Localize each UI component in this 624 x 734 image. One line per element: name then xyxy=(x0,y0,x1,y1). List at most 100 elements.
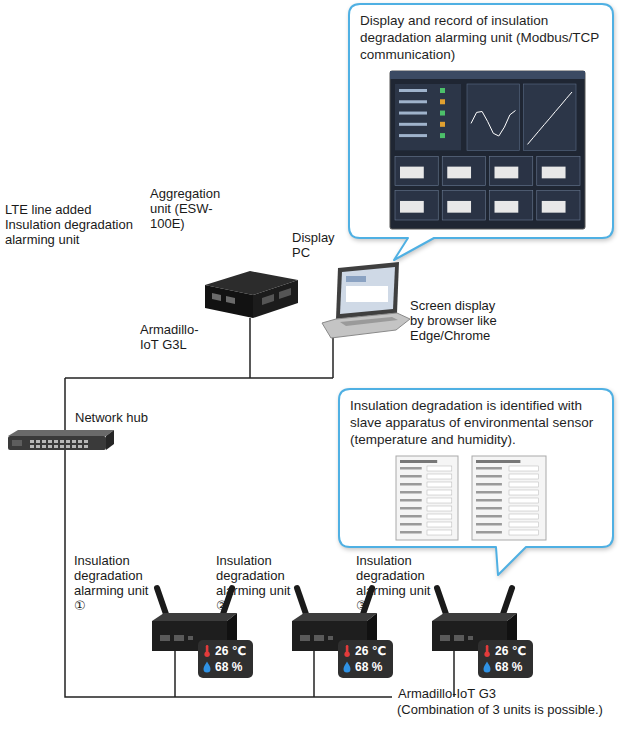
sensor-value: 68 % xyxy=(495,659,522,675)
callout-text-block: Display and record of insulation degrada… xyxy=(348,3,614,63)
value-digits xyxy=(542,201,566,213)
form-input xyxy=(509,498,539,503)
value-panel xyxy=(442,156,485,185)
value-digits xyxy=(447,167,471,179)
form-input xyxy=(427,474,452,479)
humidity-icon xyxy=(203,661,211,673)
sensor-reading: 68 % xyxy=(343,659,386,675)
sensor-badge: 26 ℃68 % xyxy=(478,640,533,678)
text-label: Insulation degradation alarming unit ① xyxy=(74,553,150,613)
thermometer-bulb xyxy=(484,652,489,657)
callout-border xyxy=(349,4,613,260)
status-row xyxy=(399,89,427,92)
form-input xyxy=(509,514,539,519)
sensor-value: 26 ℃ xyxy=(495,643,526,659)
status-dot xyxy=(440,111,445,116)
form-input xyxy=(509,466,539,471)
form-input xyxy=(509,490,539,495)
value-panel xyxy=(395,156,438,185)
screen-frame xyxy=(390,71,585,229)
form-input xyxy=(427,466,452,471)
callout-text: Display and record of insulation degrada… xyxy=(360,12,602,63)
callout-text-block: Insulation degradation is identified wit… xyxy=(338,388,614,448)
form-input xyxy=(427,498,452,503)
form-row-label xyxy=(476,523,502,526)
form-row-label xyxy=(400,499,422,502)
sensor-value: 68 % xyxy=(215,659,242,675)
callout-text: Insulation degradation is identified wit… xyxy=(350,397,602,448)
wire xyxy=(64,378,66,436)
status-row xyxy=(399,112,427,115)
sensor-value: 26 ℃ xyxy=(215,643,246,659)
water-drop xyxy=(344,662,351,673)
laptop-pc xyxy=(322,262,410,338)
settings-screenshot xyxy=(396,456,458,540)
wire xyxy=(332,336,334,378)
form-row-label xyxy=(400,523,422,526)
value-digits xyxy=(495,201,519,213)
chart-panel xyxy=(467,84,520,150)
form-input xyxy=(509,522,539,527)
status-row xyxy=(399,123,427,126)
value-digits xyxy=(400,167,424,179)
settings-screenshot xyxy=(472,456,546,540)
callout-bubble: Display and record of insulation degrada… xyxy=(348,3,614,239)
value-panel xyxy=(442,191,485,220)
form-row-label xyxy=(476,515,502,518)
value-digits xyxy=(495,167,519,179)
water-drop xyxy=(484,662,491,673)
monitor-screenshot xyxy=(390,71,585,229)
text-label: Network hub xyxy=(75,410,165,425)
thermometer-bulb xyxy=(344,652,349,657)
sensor-reading: 68 % xyxy=(483,659,526,675)
sensor-badge: 26 ℃68 % xyxy=(198,640,253,678)
form-input xyxy=(427,522,452,527)
value-panel xyxy=(490,191,533,220)
status-row xyxy=(399,134,427,137)
text-label: (Combination of 3 units is possible.) xyxy=(397,702,619,717)
text-label: Display PC xyxy=(292,230,344,260)
form-input xyxy=(427,530,452,535)
aggregation-device xyxy=(205,271,298,318)
chart-panel xyxy=(524,84,577,150)
status-dot xyxy=(440,88,445,93)
form-row-label xyxy=(476,467,502,470)
thermometer-bulb xyxy=(204,652,209,657)
form-title xyxy=(476,460,520,463)
form-row-label xyxy=(476,483,502,486)
sensor-reading: 26 ℃ xyxy=(483,643,526,659)
text-label: Insulation degradation alarming unit ③ xyxy=(356,553,432,613)
value-digits xyxy=(542,167,566,179)
chart-line xyxy=(528,92,573,144)
form-row-label xyxy=(400,483,422,486)
humidity-icon xyxy=(483,661,491,673)
text-label: Aggregation unit (ESW-100E) xyxy=(150,186,236,231)
form-row-label xyxy=(400,515,422,518)
form-row-label xyxy=(400,467,422,470)
value-digits xyxy=(400,201,424,213)
wire xyxy=(174,651,176,697)
screen-panel xyxy=(395,84,461,150)
chart-line xyxy=(471,111,516,137)
callout-border xyxy=(339,389,613,575)
wire xyxy=(249,318,251,378)
wire xyxy=(313,651,315,697)
form-row-label xyxy=(400,475,422,478)
status-dot xyxy=(440,122,445,127)
status-dot xyxy=(440,133,445,138)
form-row-label xyxy=(476,531,502,534)
wire xyxy=(65,377,333,379)
sensor-value: 68 % xyxy=(355,659,382,675)
form-row-label xyxy=(476,491,502,494)
value-panel xyxy=(490,156,533,185)
form-panel xyxy=(472,456,546,540)
text-label: LTE line added Insulation degradation al… xyxy=(5,202,143,247)
form-row-label xyxy=(476,475,502,478)
value-panel xyxy=(537,191,580,220)
text-label: Screen display by browser like Edge/Chro… xyxy=(410,298,512,343)
network-hub xyxy=(8,430,114,450)
value-digits xyxy=(447,201,471,213)
sensor-reading: 26 ℃ xyxy=(203,643,246,659)
form-row-label xyxy=(476,499,502,502)
sensor-value: 26 ℃ xyxy=(355,643,386,659)
